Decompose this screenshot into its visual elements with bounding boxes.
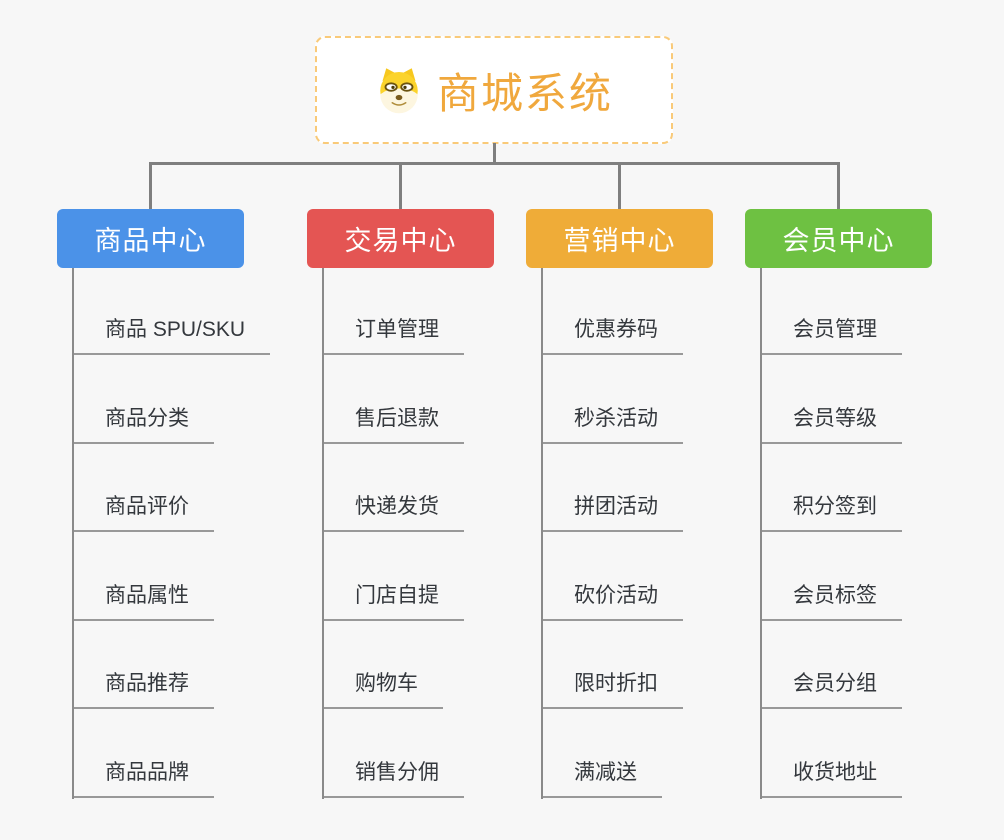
- leaf-node[interactable]: 售后退款: [322, 404, 464, 444]
- leaf-node[interactable]: 收货地址: [760, 758, 902, 798]
- leaf-node[interactable]: 秒杀活动: [541, 404, 683, 444]
- leaf-node[interactable]: 快递发货: [322, 492, 464, 532]
- leaf-node[interactable]: 购物车: [322, 669, 443, 709]
- leaf-node[interactable]: 商品推荐: [72, 669, 214, 709]
- leaf-node[interactable]: 积分签到: [760, 492, 902, 532]
- leaf-node[interactable]: 砍价活动: [541, 581, 683, 621]
- connector-horizontal-bar: [149, 162, 840, 165]
- leaf-node[interactable]: 门店自提: [322, 581, 464, 621]
- branch-trunk: [322, 268, 324, 799]
- doge-icon: [375, 66, 423, 114]
- leaf-node[interactable]: 订单管理: [322, 315, 464, 355]
- leaf-node[interactable]: 会员管理: [760, 315, 902, 355]
- branch-trunk: [541, 268, 543, 799]
- connector-drop-member: [837, 162, 840, 210]
- leaf-node[interactable]: 会员等级: [760, 404, 902, 444]
- branch-column-product: 商品中心 商品 SPU/SKU 商品分类 商品评价 商品属性 商品推荐 商品品牌: [57, 209, 307, 799]
- leaf-node[interactable]: 会员分组: [760, 669, 902, 709]
- connector-drop-trade: [399, 162, 402, 210]
- branch-column-member: 会员中心 会员管理 会员等级 积分签到 会员标签 会员分组 收货地址: [745, 209, 995, 799]
- connector-drop-product: [149, 162, 152, 210]
- leaf-node[interactable]: 商品 SPU/SKU: [72, 315, 271, 355]
- leaf-node[interactable]: 商品分类: [72, 404, 214, 444]
- leaf-node[interactable]: 满减送: [541, 758, 662, 798]
- root-title: 商城系统: [436, 69, 613, 117]
- leaf-node[interactable]: 销售分佣: [322, 758, 464, 798]
- leaf-node[interactable]: 优惠券码: [541, 315, 683, 355]
- branch-node-trade-center[interactable]: 交易中心: [307, 209, 494, 268]
- leaf-node[interactable]: 商品评价: [72, 492, 214, 532]
- connector-drop-marketing: [618, 162, 621, 210]
- leaf-node[interactable]: 限时折扣: [541, 669, 683, 709]
- leaf-node[interactable]: 拼团活动: [541, 492, 683, 532]
- leaf-node[interactable]: 商品品牌: [72, 758, 214, 798]
- leaf-node[interactable]: 商品属性: [72, 581, 214, 621]
- branch-node-marketing-center[interactable]: 营销中心: [526, 209, 713, 268]
- connector-root-stub: [493, 143, 496, 164]
- root-node[interactable]: 商城系统: [315, 36, 673, 144]
- branch-node-member-center[interactable]: 会员中心: [745, 209, 932, 268]
- branch-column-marketing: 营销中心 优惠券码 秒杀活动 拼团活动 砍价活动 限时折扣 满减送: [526, 209, 776, 799]
- leaf-node[interactable]: 会员标签: [760, 581, 902, 621]
- branch-trunk: [72, 268, 74, 799]
- branch-node-product-center[interactable]: 商品中心: [57, 209, 244, 268]
- branch-column-trade: 交易中心 订单管理 售后退款 快递发货 门店自提 购物车 销售分佣: [307, 209, 557, 799]
- branch-trunk: [760, 268, 762, 799]
